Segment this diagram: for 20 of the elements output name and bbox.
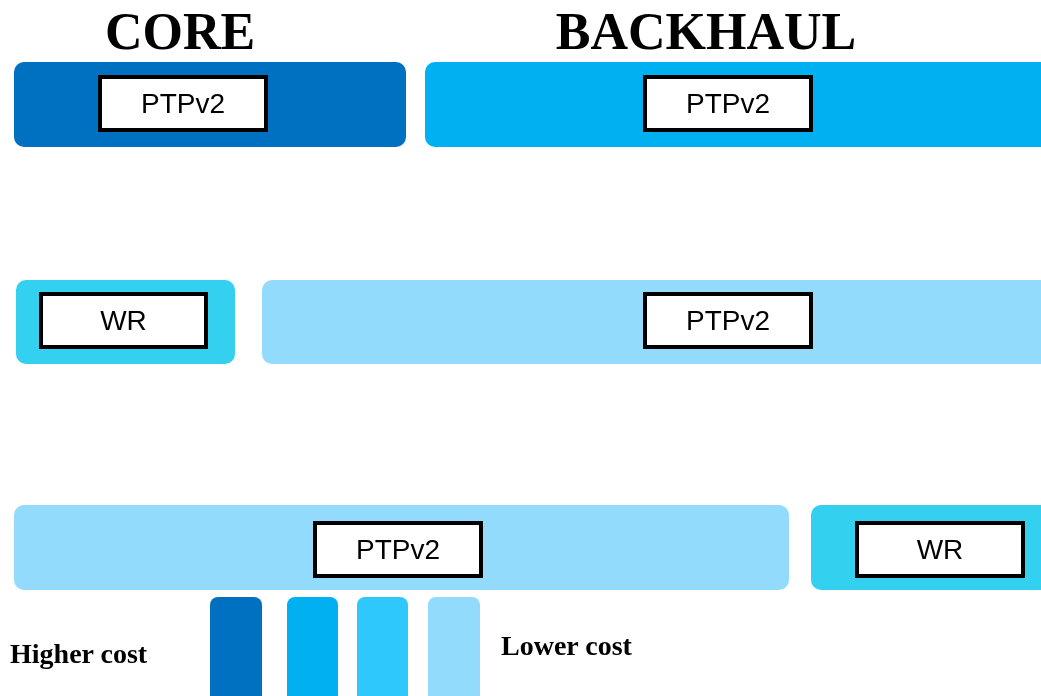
scale-label: Lower cost xyxy=(501,630,632,662)
label-box: PTPv2 xyxy=(98,75,268,132)
layer-bar xyxy=(14,62,406,147)
layer-bar xyxy=(811,505,1041,590)
color-swatch xyxy=(428,597,480,696)
label-box: PTPv2 xyxy=(643,292,813,349)
layer-bar xyxy=(16,280,235,364)
color-swatch xyxy=(210,597,262,696)
label-box: PTPv2 xyxy=(643,75,813,132)
column-heading: CORE xyxy=(104,2,256,61)
layer-bar xyxy=(262,280,1041,364)
column-heading: BACKHAUL xyxy=(555,2,857,61)
label-box: PTPv2 xyxy=(313,521,483,578)
color-swatch xyxy=(287,597,338,696)
layer-bar xyxy=(14,505,789,590)
label-box: WR xyxy=(39,292,208,349)
layer-bar xyxy=(425,62,1041,147)
scale-label: Higher cost xyxy=(10,638,148,670)
label-box: WR xyxy=(855,521,1025,578)
color-swatch xyxy=(357,597,408,696)
